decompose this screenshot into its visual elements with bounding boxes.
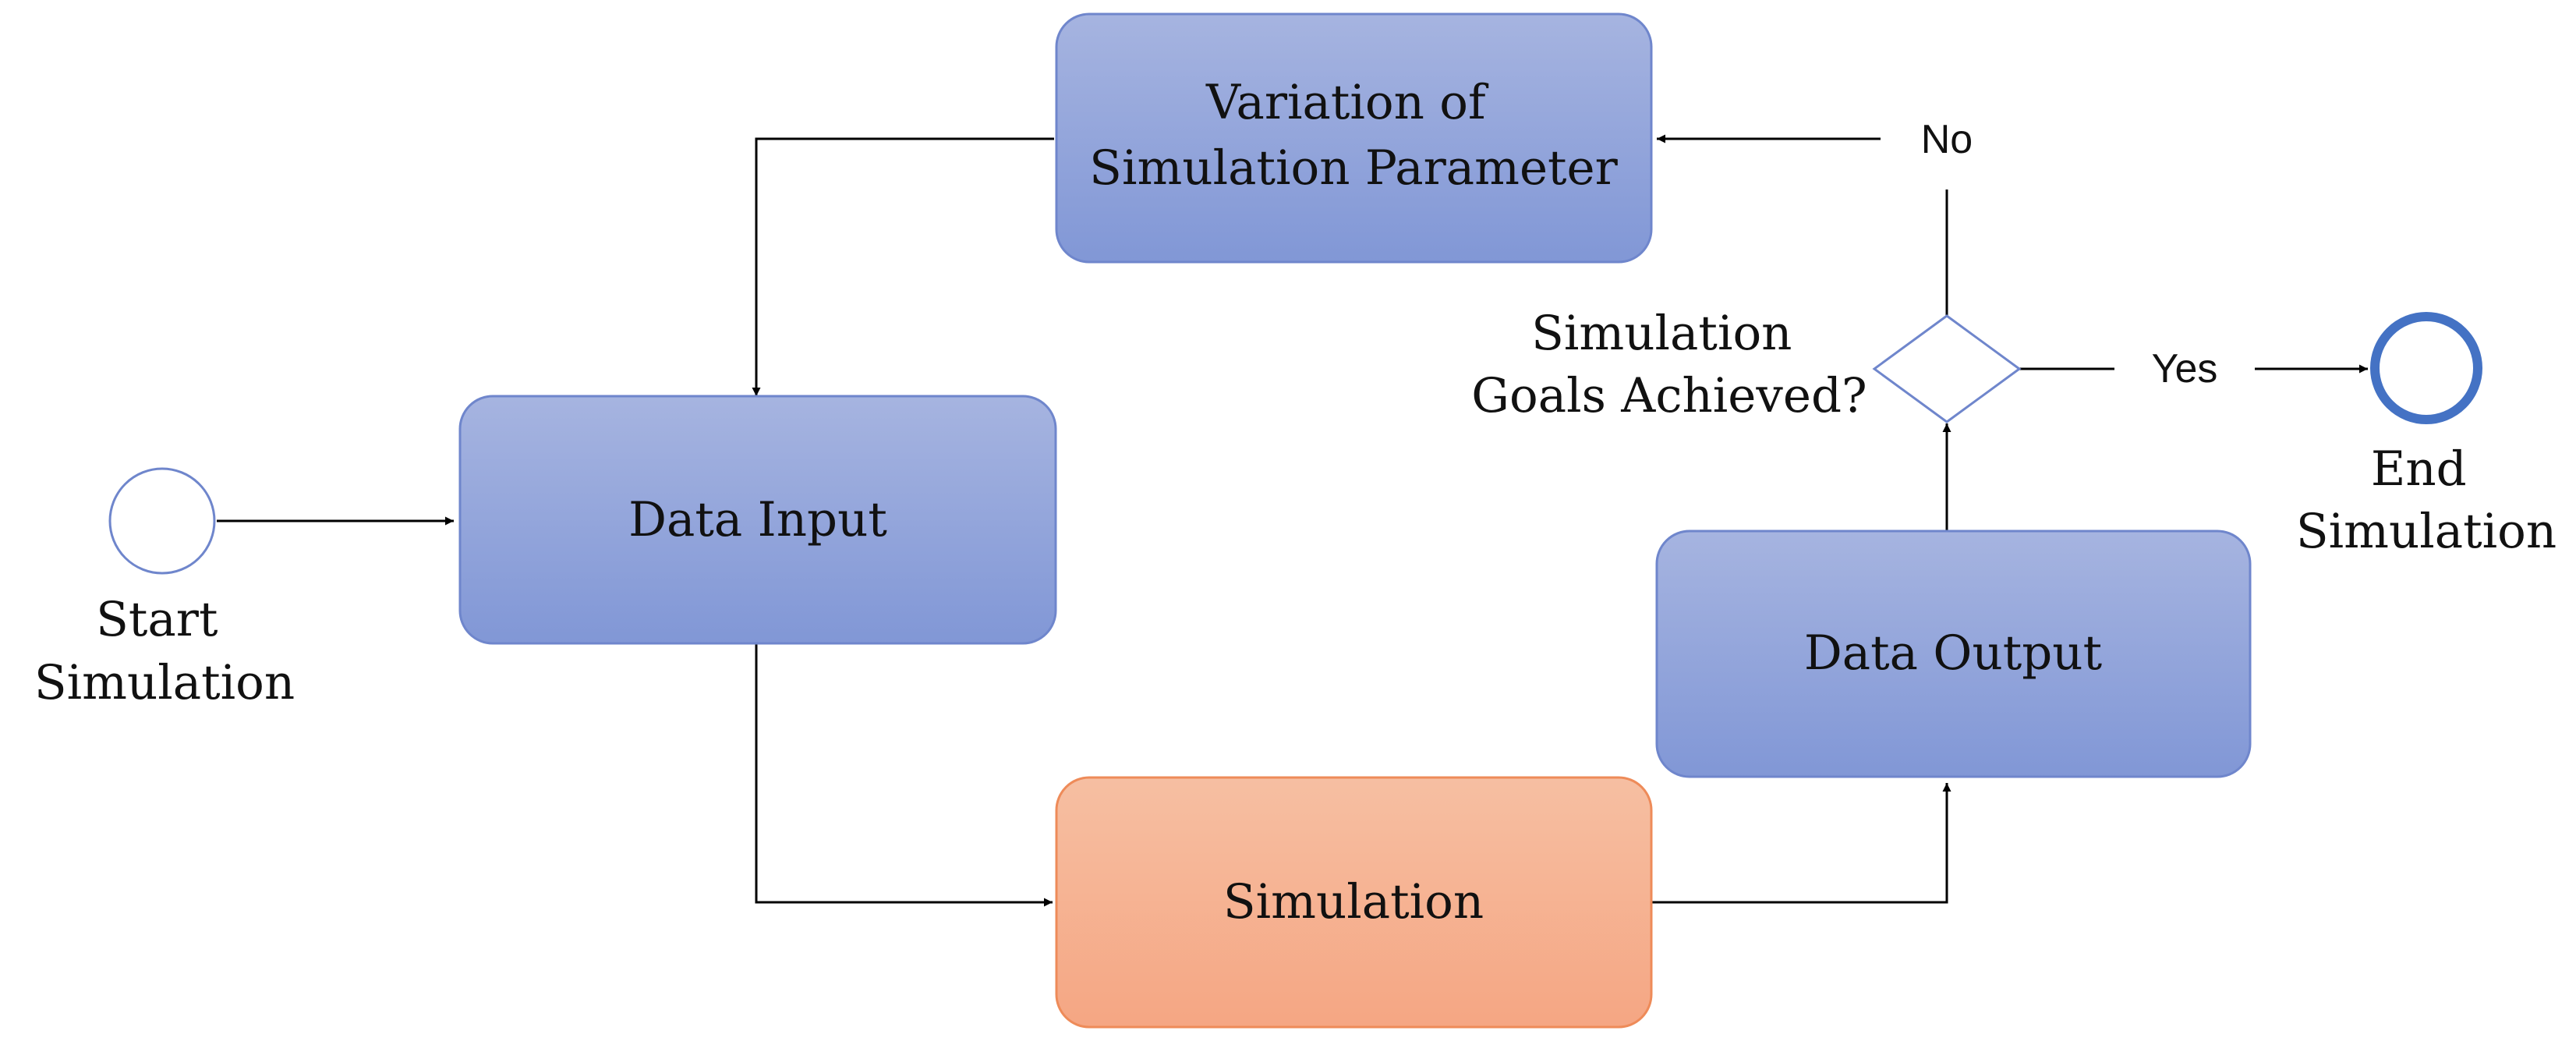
data-output-label: Data Output (1804, 625, 2103, 681)
decision-diamond (1872, 314, 2022, 423)
end-label-line-2: Simulation (2296, 504, 2557, 559)
end-event-circle (2370, 312, 2482, 424)
decision-label: Simulation Goals Achieved? (1471, 306, 1867, 423)
variation-label-line-1: Variation of (1205, 75, 1489, 130)
start-event-label: Start Simulation (34, 592, 295, 710)
end-label-line-1: End (2371, 441, 2467, 497)
variation-label: Variation of Simulation Parameter (1089, 75, 1618, 196)
start-label-line-2: Simulation (34, 655, 295, 710)
simulation-label: Simulation (1223, 874, 1484, 930)
data-input-box (458, 395, 1057, 645)
arrow-input-to-simulation (755, 643, 1053, 907)
end-event-label: End Simulation (2296, 441, 2557, 559)
arrow-simulation-to-output (1651, 783, 1951, 904)
arrow-variation-to-input (752, 137, 1054, 396)
variation-label-line-2: Simulation Parameter (1089, 140, 1618, 196)
start-label-line-1: Start (96, 592, 218, 647)
start-event-circle (108, 467, 216, 575)
connectors (217, 134, 2368, 907)
data-output-box (1655, 530, 2252, 778)
decision-label-line-2: Goals Achieved? (1471, 368, 1867, 423)
decision-label-line-1: Simulation (1531, 306, 1792, 361)
simulation-box (1055, 776, 1653, 1029)
yes-label: Yes (2152, 346, 2218, 391)
data-input-label: Data Input (628, 492, 887, 547)
variation-box (1055, 12, 1653, 264)
no-label: No (1921, 117, 1973, 162)
